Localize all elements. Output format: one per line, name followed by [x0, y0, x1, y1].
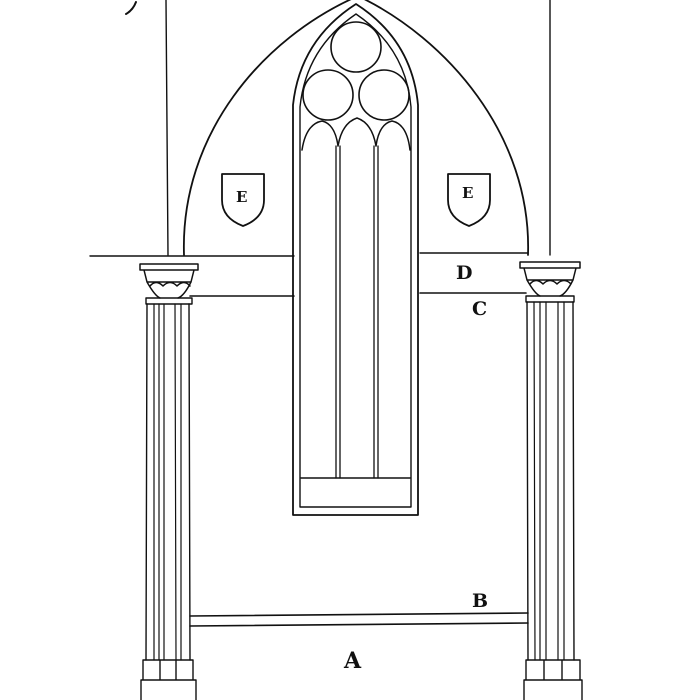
right-column-base — [523, 659, 583, 700]
left-guide-line — [165, 0, 169, 256]
tracery-right-circle — [358, 69, 410, 121]
tracery-left-circle — [302, 69, 354, 121]
label-b: B — [472, 590, 489, 612]
lancet-window — [292, 3, 419, 516]
ledge-b — [189, 612, 529, 627]
label-d: D — [456, 262, 473, 284]
left-column-shafts — [145, 303, 191, 661]
window-inner-frame — [299, 13, 412, 508]
right-column-shafts — [526, 301, 575, 661]
corner-flourish — [125, 1, 137, 15]
outer-pointed-arch — [183, 0, 529, 256]
right-capital — [519, 261, 581, 297]
window-outer-frame — [292, 3, 419, 516]
label-e-right: E — [462, 184, 474, 202]
wall-line-c — [189, 292, 527, 297]
left-column-base — [140, 659, 197, 700]
tracery-top-circle — [330, 21, 382, 73]
left-column — [139, 263, 199, 700]
label-a: A — [344, 648, 362, 674]
label-c: C — [472, 298, 488, 320]
string-course-d — [89, 252, 529, 257]
left-shield — [221, 173, 265, 227]
left-capital — [139, 263, 199, 299]
lancet-heads — [301, 117, 411, 151]
right-shield — [447, 173, 491, 227]
window-mullions — [335, 145, 379, 479]
right-column — [519, 261, 583, 700]
label-e-left: E — [236, 188, 248, 206]
